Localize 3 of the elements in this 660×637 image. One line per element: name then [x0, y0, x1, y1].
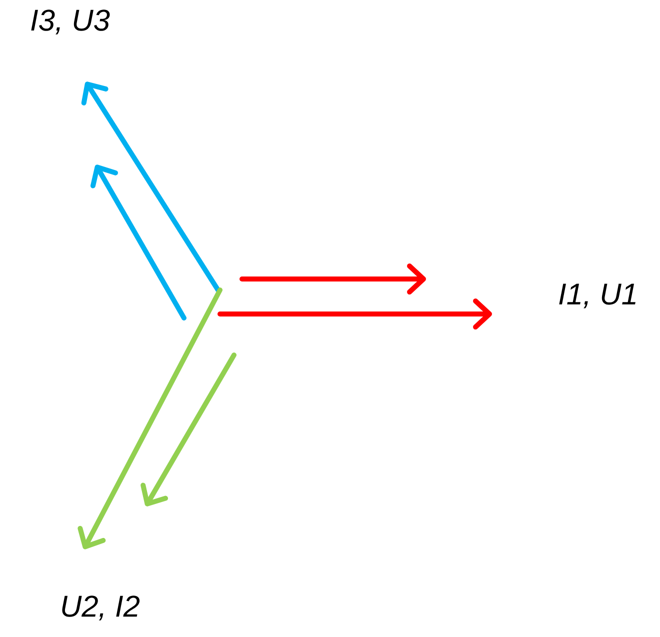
phasor-label: I1, U1 — [559, 284, 636, 308]
phasor-label: I3, U3 — [31, 10, 110, 34]
phasor-label: U2, I2 — [62, 596, 140, 620]
